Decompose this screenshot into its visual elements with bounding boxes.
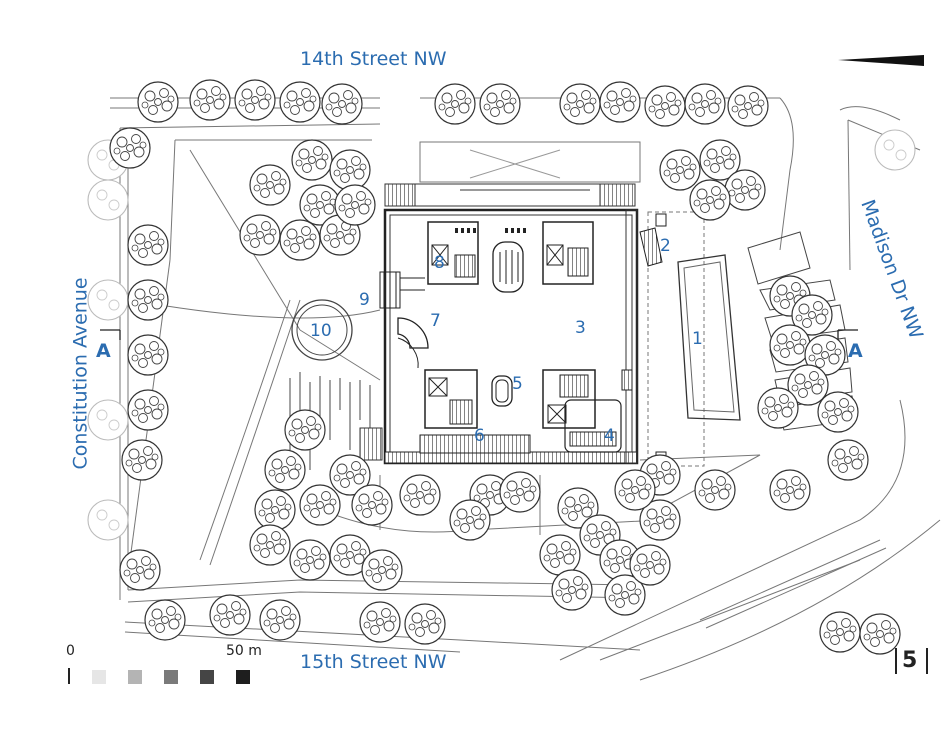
plan-number-4: 4 [604, 426, 615, 446]
west-street-label: Constitution Avenue [69, 277, 92, 470]
plan-number-5: 5 [512, 374, 523, 394]
plan-number-10: 10 [310, 321, 332, 341]
scale-start-label: 0 [66, 643, 75, 659]
north-street-label: 14th Street NW [300, 48, 447, 70]
south-street-label: 15th Street NW [300, 651, 447, 673]
section-mark-west: A [96, 340, 111, 362]
north-arrow-icon [838, 55, 924, 66]
plan-number-6: 6 [474, 426, 485, 446]
page-number: 5 [902, 648, 918, 673]
plan-number-8: 8 [434, 253, 445, 273]
plan-number-7: 7 [430, 311, 441, 331]
plan-number-1: 1 [692, 329, 703, 349]
plan-number-2: 2 [660, 236, 671, 256]
scale-end-label: 50 m [226, 643, 262, 659]
page-number-divider-left [895, 648, 897, 674]
plan-number-9: 9 [359, 290, 370, 310]
section-mark-east: A [848, 340, 863, 362]
page-number-divider-right [926, 648, 928, 674]
plan-number-3: 3 [575, 318, 586, 338]
scale-bar [66, 668, 256, 686]
